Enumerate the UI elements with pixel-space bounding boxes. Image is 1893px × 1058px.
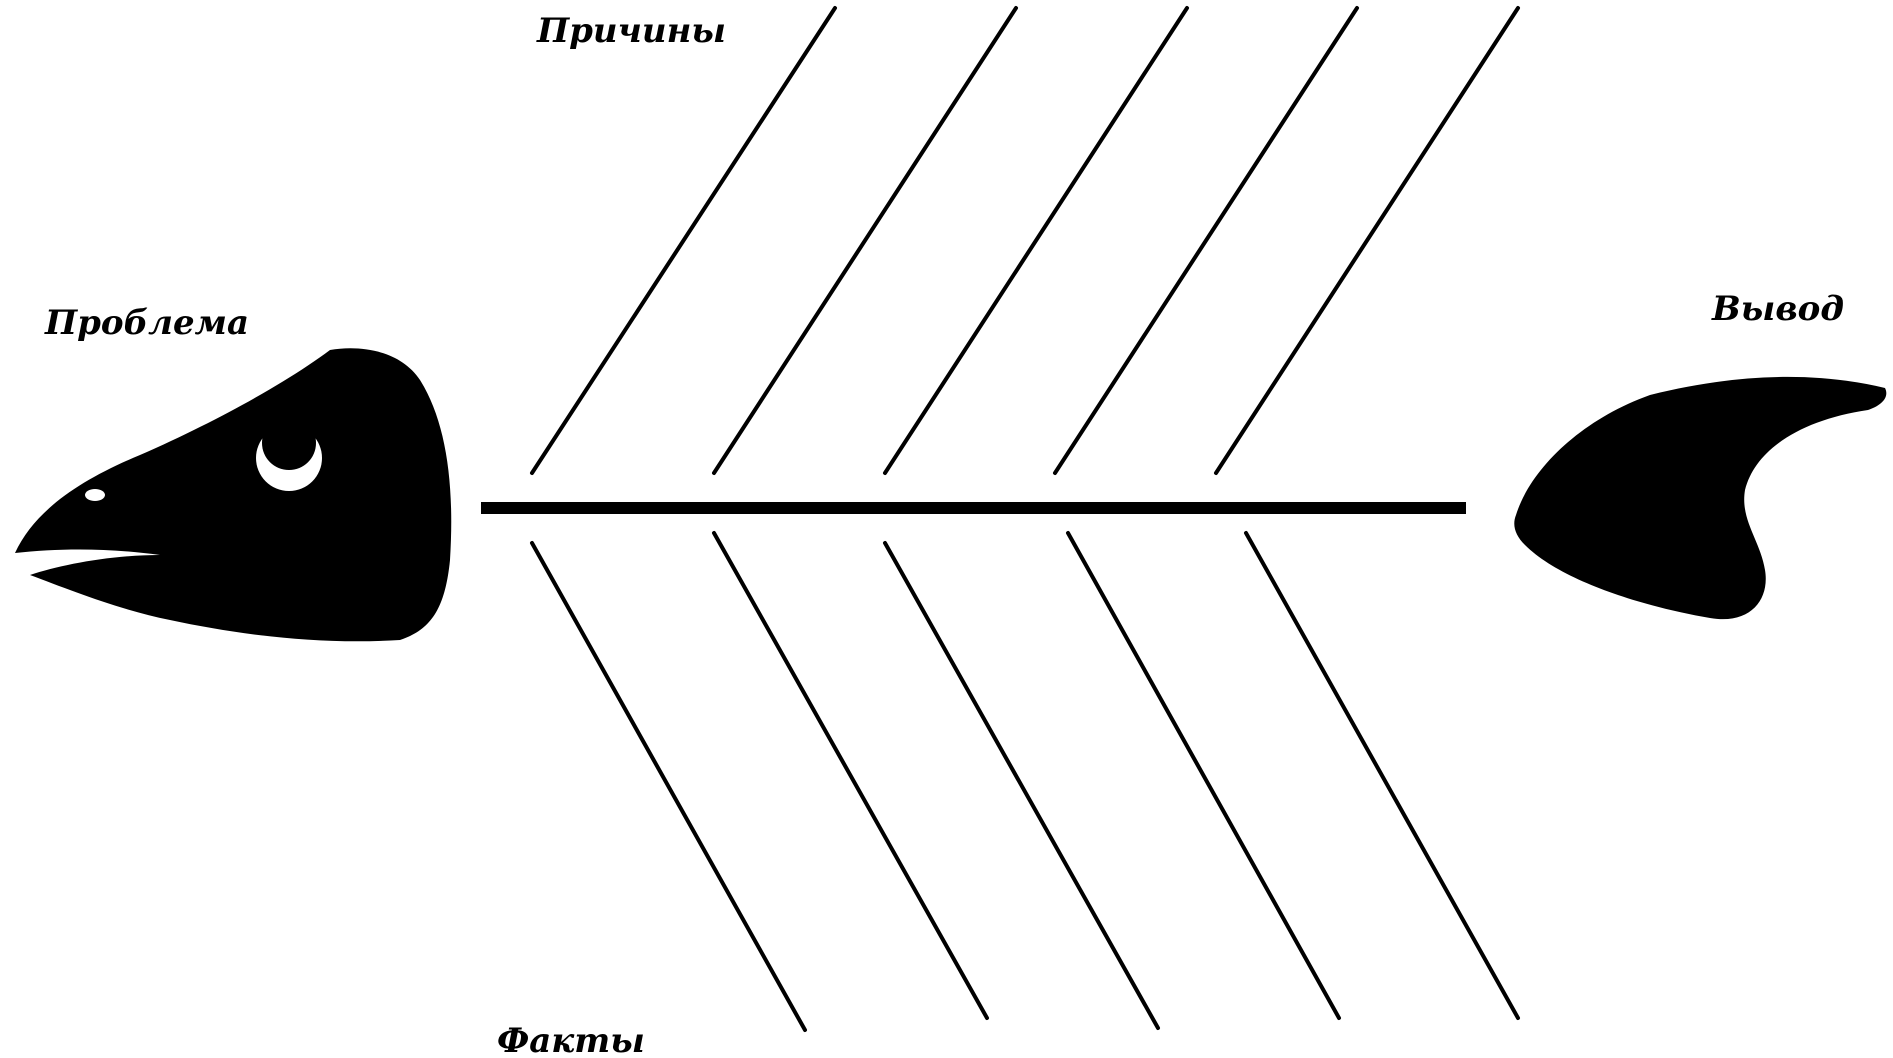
upper-bone [885, 8, 1187, 473]
upper-bones [532, 8, 1518, 473]
upper-bone [532, 8, 835, 473]
upper-bone [1216, 8, 1518, 473]
upper-bone [714, 8, 1016, 473]
lower-bone [714, 533, 987, 1018]
conclusion-label: Вывод [1711, 289, 1844, 329]
nostril-icon [85, 489, 105, 501]
causes-label: Причины [536, 11, 726, 51]
facts-label: Факты [497, 1021, 645, 1058]
fish-head-icon [15, 348, 451, 641]
problem-label: Проблема [44, 303, 249, 343]
lower-bone [532, 543, 805, 1030]
lower-bone [1246, 533, 1518, 1018]
upper-bone [1055, 8, 1357, 473]
lower-bone [1068, 533, 1339, 1018]
lower-bones [532, 533, 1518, 1030]
fish-tail-icon [1514, 377, 1886, 619]
lower-bone [885, 543, 1158, 1028]
